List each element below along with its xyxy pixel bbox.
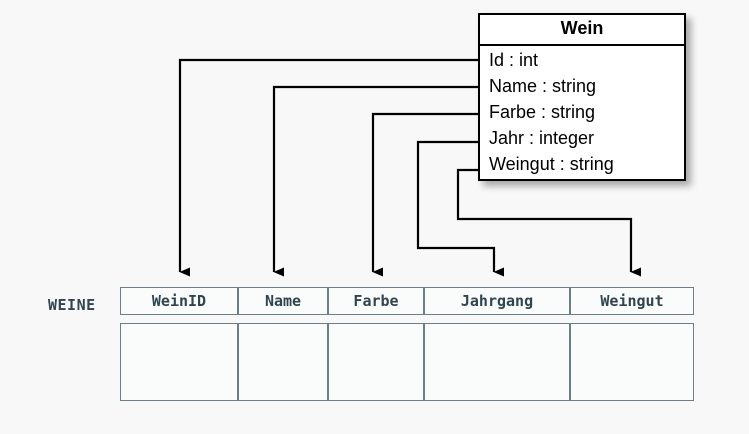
relational-table-label: WEINE xyxy=(48,296,96,314)
connector-farbe-to-farbe xyxy=(371,112,478,277)
uml-attribute-jahr: Jahr : integer xyxy=(489,128,595,149)
relational-table-weine: WeinID Name Farbe Jahrgang Weingut xyxy=(120,287,694,401)
table-cell-name[interactable] xyxy=(238,323,328,401)
table-cell-jahrgang[interactable] xyxy=(424,323,570,401)
uml-attribute-id: Id : int xyxy=(489,49,539,70)
table-row xyxy=(120,323,694,401)
connector-weingut-to-weingut xyxy=(456,168,641,277)
table-gap xyxy=(120,315,694,323)
connector-id-to-weinid xyxy=(178,58,478,277)
uml-attribute-name: Name : string xyxy=(489,75,597,96)
connector-name-to-name xyxy=(272,85,478,277)
column-header-name[interactable]: Name xyxy=(238,287,328,315)
uml-attribute-weingut: Weingut : string xyxy=(489,154,614,175)
column-header-farbe[interactable]: Farbe xyxy=(328,287,424,315)
uml-class-box-wein[interactable]: Wein Id : int Name : string Farbe : stri… xyxy=(478,13,686,182)
connector-jahr-to-jahrgang xyxy=(416,140,504,277)
column-header-jahrgang[interactable]: Jahrgang xyxy=(424,287,570,315)
uml-attribute-farbe: Farbe : string xyxy=(489,101,596,122)
column-header-weinid[interactable]: WeinID xyxy=(120,287,238,315)
table-header-row: WeinID Name Farbe Jahrgang Weingut xyxy=(120,287,694,315)
uml-attribute-list: Id : int Name : string Farbe : string Ja… xyxy=(480,45,684,180)
column-header-weingut[interactable]: Weingut xyxy=(570,287,694,315)
table-cell-weinid[interactable] xyxy=(120,323,238,401)
table-cell-weingut[interactable] xyxy=(570,323,694,401)
uml-class-title: Wein xyxy=(480,15,684,46)
table-cell-farbe[interactable] xyxy=(328,323,424,401)
